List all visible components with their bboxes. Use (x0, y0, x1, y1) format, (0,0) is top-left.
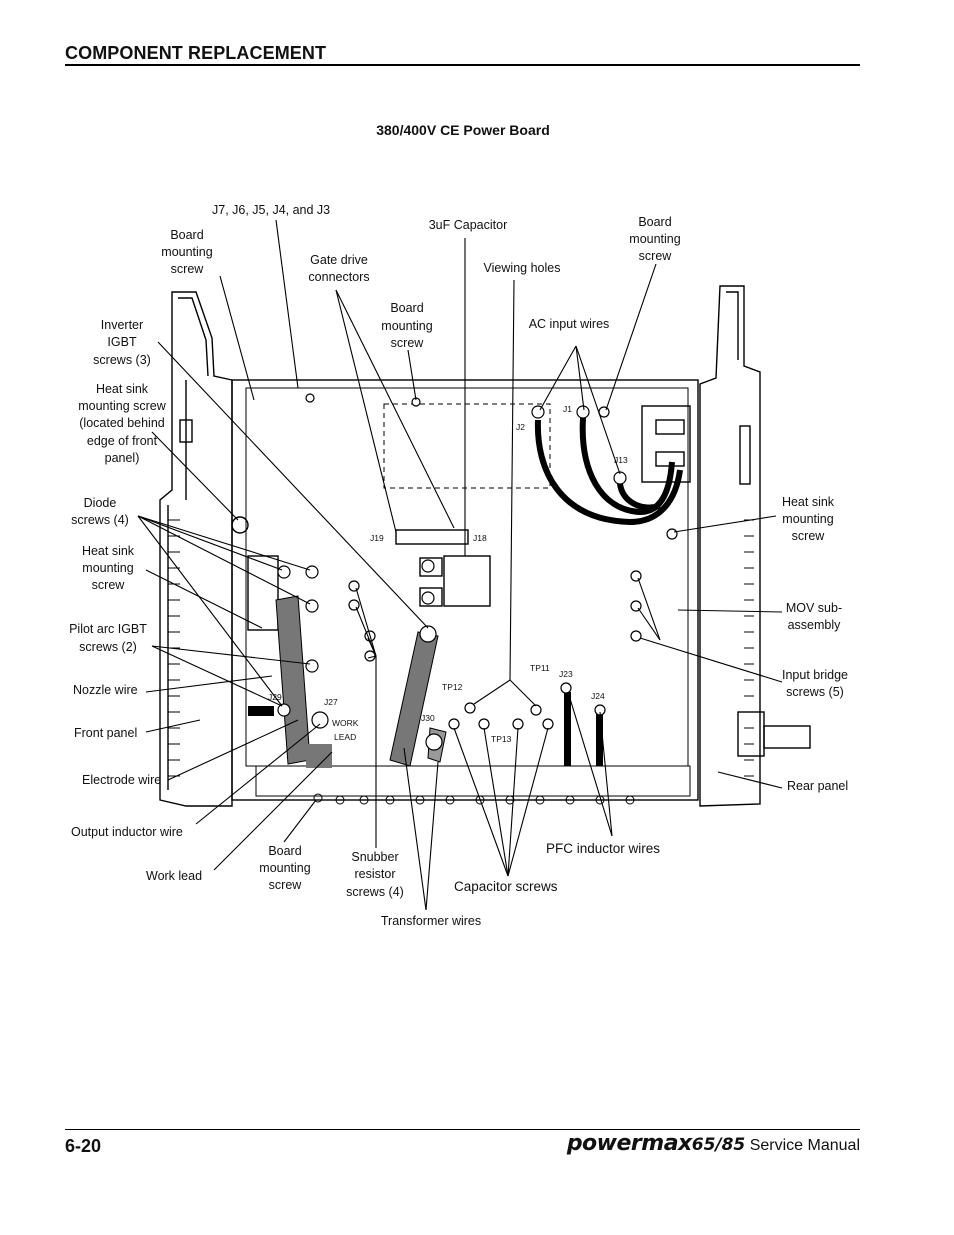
callout-electrode-wire: Electrode wire (82, 773, 161, 787)
callout-board-screw-tc: screw (391, 336, 425, 350)
callout-board-screw-tr: Board (638, 215, 671, 229)
label-j24: J24 (591, 691, 605, 701)
manual-name: Service Manual (749, 1137, 860, 1154)
callout-snubber-screws: Snubber (351, 850, 398, 864)
header-rule (65, 64, 860, 66)
callout-transformer-wires: Transformer wires (381, 914, 481, 928)
label-j23: J23 (559, 669, 573, 679)
callout-3uf-capacitor: 3uF Capacitor (429, 218, 508, 232)
callout-board-screw-tr: screw (639, 249, 673, 263)
callout-gate-drive: Gate drive (310, 253, 368, 267)
callout-viewing-holes: Viewing holes (484, 261, 561, 275)
callout-mov-subassembly: assembly (788, 618, 842, 632)
callout-labels: J7, J6, J5, J4, and J3 Board mounting sc… (69, 203, 848, 928)
callout-heat-sink-left: screw (92, 578, 126, 592)
board-silkscreen: J1 J2 J13 J19 J18 J29 J27 J30 J23 J24 TP… (268, 404, 628, 744)
callout-rear-panel: Rear panel (787, 779, 848, 793)
label-tp13: TP13 (491, 734, 512, 744)
callout-heat-sink-front: edge of front (87, 434, 158, 448)
callout-heat-sink-right: mounting (782, 512, 833, 526)
section-title: COMPONENT REPLACEMENT (65, 43, 327, 63)
callout-inverter-igbt: IGBT (107, 335, 137, 349)
callout-inverter-igbt: Inverter (101, 318, 143, 332)
callout-board-screw-tl: mounting (161, 245, 212, 259)
callout-board-screw-bottom: mounting (259, 861, 310, 875)
label-j18: J18 (473, 533, 487, 543)
callout-diode-screws: Diode (84, 496, 117, 510)
callout-output-inductor-wire: Output inductor wire (71, 825, 183, 839)
callout-heat-sink-right: screw (792, 529, 826, 543)
callout-pfc-inductor-wires: PFC inductor wires (546, 841, 660, 856)
label-tp12: TP12 (442, 682, 463, 692)
rear-panel-shape (699, 285, 761, 807)
label-j19: J19 (370, 533, 384, 543)
callout-board-screw-bottom: screw (269, 878, 303, 892)
label-j2: J2 (516, 422, 525, 432)
brand-logo: powermax (566, 1131, 692, 1156)
footer-product: powermax65/85 Service Manual (567, 1131, 860, 1156)
callout-heat-sink-left: Heat sink (82, 544, 135, 558)
label-work-lead: LEAD (334, 732, 356, 742)
callout-heat-sink-front: Heat sink (96, 382, 149, 396)
page-number: 6-20 (65, 1136, 102, 1156)
label-j29: J29 (268, 692, 282, 702)
callout-capacitor-screws: Capacitor screws (454, 879, 558, 894)
callout-work-lead: Work lead (146, 869, 202, 883)
callout-heat-sink-left: mounting (82, 561, 133, 575)
callout-heat-sink-front: panel) (105, 451, 140, 465)
callout-board-screw-tl: screw (171, 262, 205, 276)
callout-snubber-screws: screws (4) (346, 885, 404, 899)
callout-gate-drive: connectors (308, 270, 369, 284)
callout-board-screw-bottom: Board (268, 844, 301, 858)
label-j1: J1 (563, 404, 572, 414)
label-work-lead: WORK (332, 718, 359, 728)
callout-heat-sink-right: Heat sink (782, 495, 835, 509)
callout-input-bridge-screws: screws (5) (786, 685, 844, 699)
callout-nozzle-wire: Nozzle wire (73, 683, 138, 697)
callout-board-screw-tc: mounting (381, 319, 432, 333)
footer-rule (65, 1129, 860, 1130)
callout-board-screw-tc: Board (390, 301, 423, 315)
callout-board-screw-tr: mounting (629, 232, 680, 246)
callout-input-bridge-screws: Input bridge (782, 668, 848, 682)
callout-front-panel: Front panel (74, 726, 137, 740)
callout-pilot-arc-igbt: screws (2) (79, 640, 137, 654)
callout-heat-sink-front: mounting screw (78, 399, 167, 413)
leader-lines (137, 219, 783, 911)
callout-snubber-screws: resistor (355, 867, 396, 881)
figure-title: 380/400V CE Power Board (376, 122, 550, 138)
callout-pilot-arc-igbt: Pilot arc IGBT (69, 622, 147, 636)
model-number: 65/85 (691, 1135, 746, 1155)
callout-mov-subassembly: MOV sub- (786, 601, 842, 615)
label-j27: J27 (324, 697, 338, 707)
label-j30: J30 (421, 713, 435, 723)
callout-board-screw-tl: Board (170, 228, 203, 242)
screws (277, 393, 678, 751)
label-j13: J13 (614, 455, 628, 465)
front-panel-shape (159, 291, 233, 807)
label-tp11: TP11 (530, 663, 550, 673)
callout-inverter-igbt: screws (3) (93, 353, 151, 367)
callout-ac-input-wires: AC input wires (529, 317, 610, 331)
callout-diode-screws: screws (4) (71, 513, 129, 527)
callout-j-connectors: J7, J6, J5, J4, and J3 (212, 203, 330, 217)
callout-heat-sink-front: (located behind (79, 416, 165, 430)
